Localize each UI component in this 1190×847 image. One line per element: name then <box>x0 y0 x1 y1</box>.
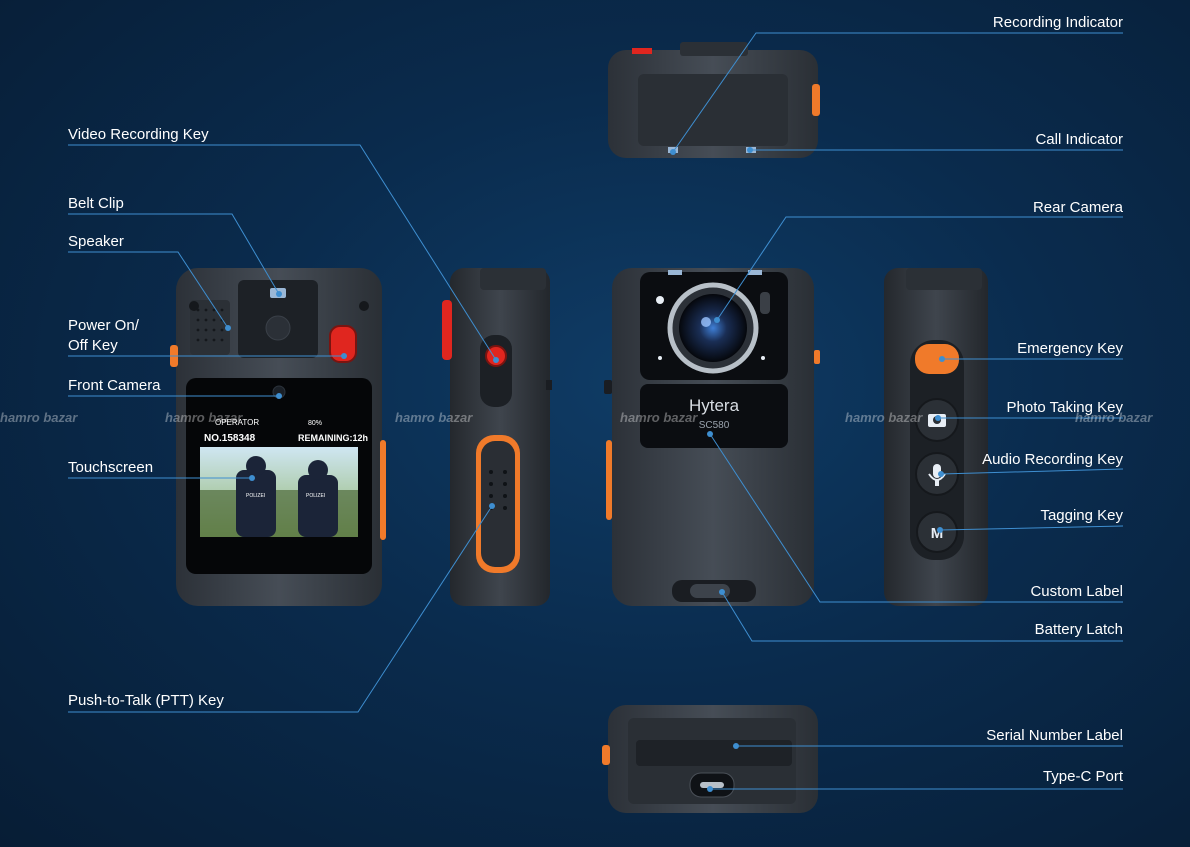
label-custom-label: Custom Label <box>1030 583 1123 600</box>
officer-2 <box>298 475 338 537</box>
screw-right <box>359 301 369 311</box>
label-front-camera: Front Camera <box>68 377 161 394</box>
leader-lines <box>68 32 1124 790</box>
left-side-red-edge <box>442 300 452 360</box>
label-touchscreen: Touchscreen <box>68 459 154 476</box>
watermark: hamro bazar <box>620 410 698 425</box>
label-power-key-line1: Power On/ <box>68 317 139 334</box>
emergency-key <box>915 344 959 374</box>
label-serial-number-label: Serial Number Label <box>986 727 1123 744</box>
top-view <box>608 42 820 158</box>
label-belt-clip: Belt Clip <box>68 195 124 212</box>
leader-ptt-key <box>68 505 493 713</box>
leader-audio-recording-key <box>940 468 1124 475</box>
leader-rear-camera <box>716 216 1123 321</box>
leader-custom-label <box>709 433 1123 603</box>
label-battery-latch: Battery Latch <box>1034 621 1123 638</box>
watermark: hamro bazar <box>395 410 473 425</box>
police-text-1: POLIZEI <box>246 493 265 499</box>
leader-belt-clip <box>68 213 280 295</box>
leader-tagging-key <box>939 525 1124 531</box>
left-side-top-ridges <box>480 268 546 290</box>
watermark: hamro bazar <box>165 410 243 425</box>
label-photo-taking-key: Photo Taking Key <box>1006 399 1123 416</box>
label-video-recording-key: Video Recording Key <box>68 126 209 143</box>
leader-speaker <box>68 251 229 329</box>
leader-video-recording-key <box>68 144 497 361</box>
label-rear-camera: Rear Camera <box>1032 199 1123 216</box>
label-type-c-port: Type-C Port <box>1042 768 1123 785</box>
label-power-key-line2: Off Key <box>68 337 118 354</box>
screen-battery: 80% <box>308 420 322 427</box>
speaker-grille <box>190 300 230 355</box>
front-side-accent-right <box>380 440 386 540</box>
screen-remaining: REMAINING:12h <box>298 433 368 443</box>
right-side-view: M <box>884 268 988 606</box>
screen-operator: OPERATOR <box>215 418 259 427</box>
clip-screw <box>265 315 291 341</box>
model-label: SC580 <box>699 420 730 431</box>
serial-number-label <box>636 740 792 766</box>
label-recording-indicator: Recording Indicator <box>992 14 1123 31</box>
bottom-view <box>602 705 818 813</box>
rear-view: Hytera SC580 <box>604 268 820 606</box>
rear-brand-plate <box>640 384 788 448</box>
watermark: hamro bazar <box>0 410 78 425</box>
front-view: POLIZEI POLIZEI OPERATOR 80% NO.158348 R… <box>170 268 386 606</box>
label-tagging-key: Tagging Key <box>1040 507 1123 524</box>
screen-number: NO.158348 <box>204 433 256 444</box>
brand-logo: Hytera <box>689 396 740 415</box>
rear-camera-lens <box>679 294 747 362</box>
leader-dots <box>225 147 945 792</box>
label-emergency-key: Emergency Key <box>1017 340 1123 357</box>
tagging-key <box>916 511 958 553</box>
officer-1 <box>236 470 276 537</box>
watermark: hamro bazar <box>845 410 923 425</box>
power-key <box>329 325 357 363</box>
left-side-view <box>442 268 552 606</box>
right-side-key-rail <box>910 340 964 560</box>
screw-left <box>189 301 199 311</box>
watermark: hamro bazar <box>1075 410 1153 425</box>
leader-battery-latch <box>721 591 1123 642</box>
label-speaker: Speaker <box>68 233 124 250</box>
label-audio-recording-key: Audio Recording Key <box>982 451 1123 468</box>
police-text-2: POLIZEI <box>306 493 325 499</box>
label-ptt-key: Push-to-Talk (PTT) Key <box>68 692 224 709</box>
label-call-indicator: Call Indicator <box>1035 131 1123 148</box>
leader-recording-indicator <box>672 32 1123 153</box>
